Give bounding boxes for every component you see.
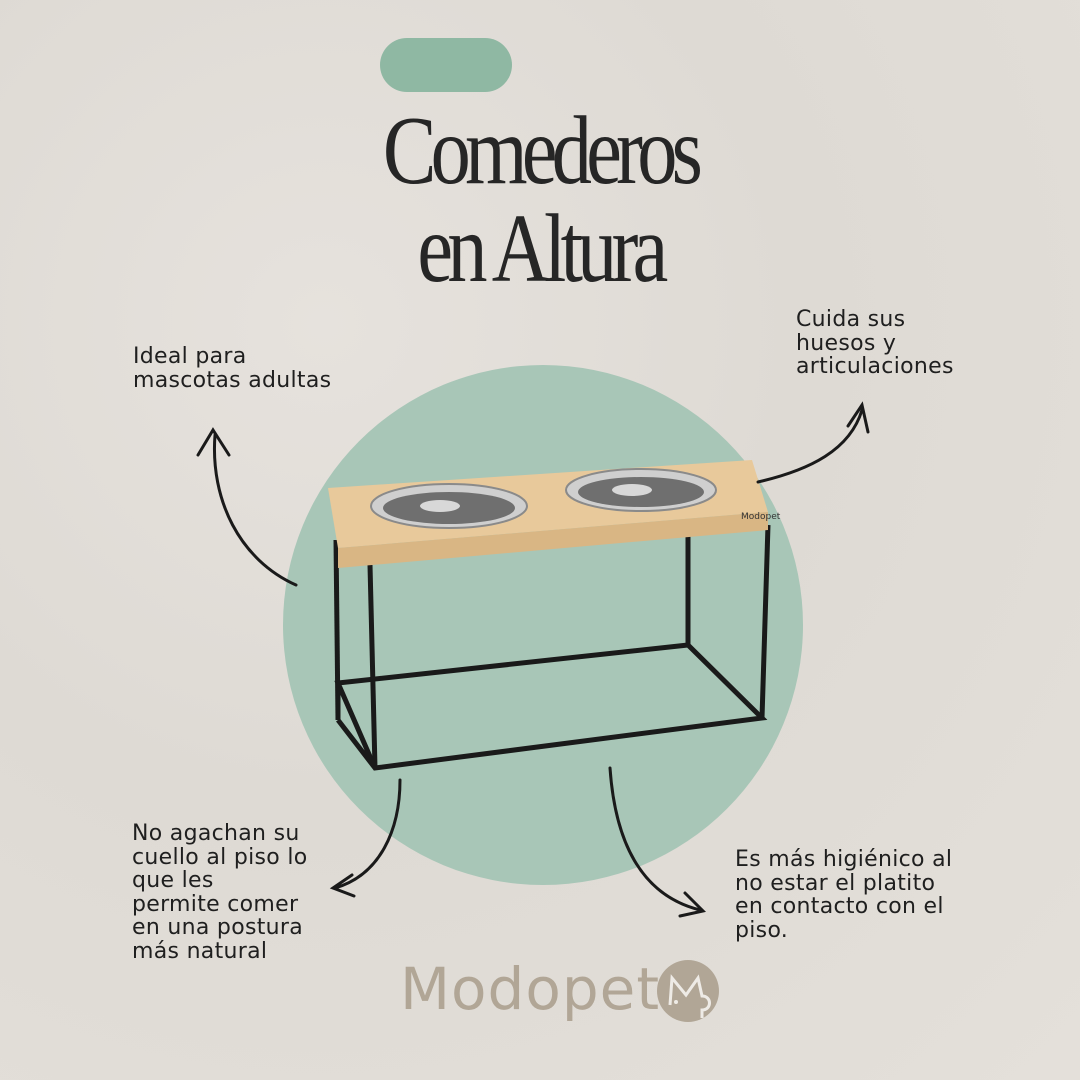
brand-monogram-icon <box>657 960 719 1022</box>
arrow-bottom-left-head <box>329 873 356 898</box>
brand-logo-text: Modopet <box>400 955 661 1023</box>
decorative-pill <box>380 38 512 92</box>
bowl-left <box>370 483 528 529</box>
background-circle <box>283 365 803 885</box>
board-label-text: Modopet <box>741 512 781 522</box>
arrow-top-right <box>756 408 864 484</box>
title-line-2: en Altura <box>417 195 668 303</box>
arrow-bottom-right <box>608 766 702 912</box>
callout-bottom-right: Es más higiénico al no estar el platito … <box>735 847 953 943</box>
callout-top-right: Cuida sus huesos y articulaciones <box>796 307 954 379</box>
metal-frame <box>333 524 771 771</box>
arrow-top-right-head <box>846 401 870 434</box>
arrow-bottom-right-head <box>678 891 707 918</box>
arrow-top-left-head <box>196 427 231 457</box>
bowl-right <box>565 468 717 512</box>
callout-top-left: Ideal para mascotas adultas <box>133 344 332 393</box>
arrows <box>196 401 870 918</box>
title-line-1: Comederos <box>382 97 703 205</box>
arrow-bottom-left <box>333 778 402 890</box>
arrow-top-left <box>212 433 298 587</box>
callout-bottom-left: No agachan su cuello al piso lo que les … <box>132 821 308 964</box>
